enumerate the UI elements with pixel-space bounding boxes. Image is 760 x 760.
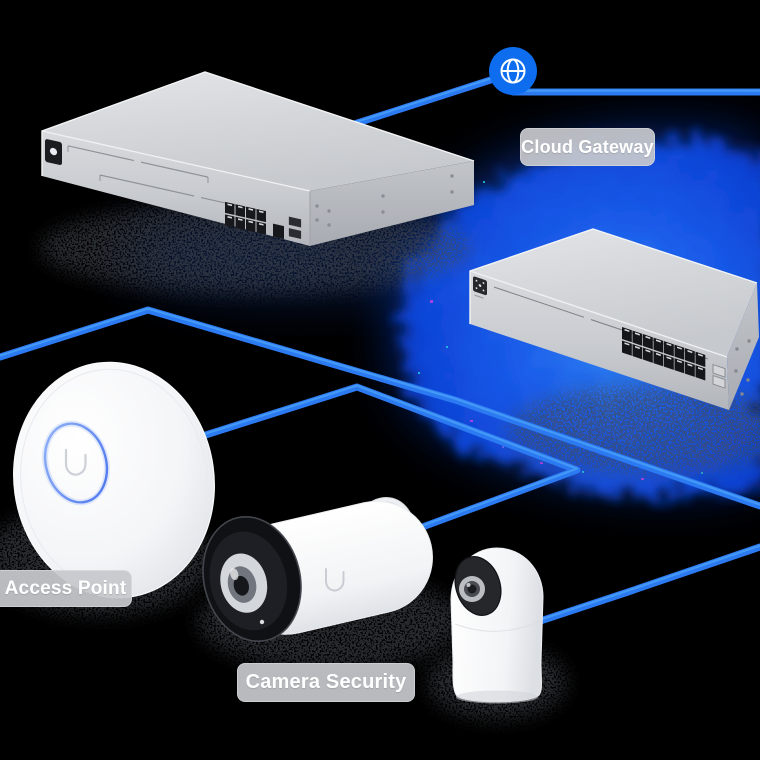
flex-camera-device (450, 547, 544, 704)
switch-side-screws (734, 339, 751, 396)
label-cloud-gateway: Cloud Gateway (520, 128, 655, 166)
ubiquiti-logo (64, 448, 87, 476)
cloud-gateway-device (41, 71, 475, 246)
flex-camera-lens (454, 556, 502, 616)
bullet-camera-device (202, 497, 433, 643)
label-camera-security: Camera Security (237, 663, 415, 702)
gateway-ethernet-ports (225, 201, 266, 235)
access-point-led-ring (42, 420, 110, 506)
label-access-point-text: Access Point (4, 577, 127, 599)
switch-sfp-ports (712, 363, 726, 389)
label-access-point: Access Point (0, 570, 132, 607)
gateway-side-screws (315, 174, 454, 227)
gateway-sfp-ports (288, 215, 302, 240)
access-point-device (13, 361, 215, 599)
label-camera-security-text: Camera Security (245, 671, 407, 693)
line-gateway-to-internet (341, 71, 510, 131)
ubiquiti-logo (325, 568, 345, 592)
gateway-wan-port (273, 223, 284, 240)
network-switch-device (469, 228, 759, 410)
line-ap-to-camera (167, 383, 581, 540)
globe-icon (489, 47, 537, 95)
label-cloud-gateway-text: Cloud Gateway (521, 136, 654, 157)
line-left-across (0, 306, 760, 510)
connection-lines (0, 71, 760, 639)
bullet-camera-lens (202, 515, 302, 643)
switch-ethernet-ports (622, 327, 706, 381)
